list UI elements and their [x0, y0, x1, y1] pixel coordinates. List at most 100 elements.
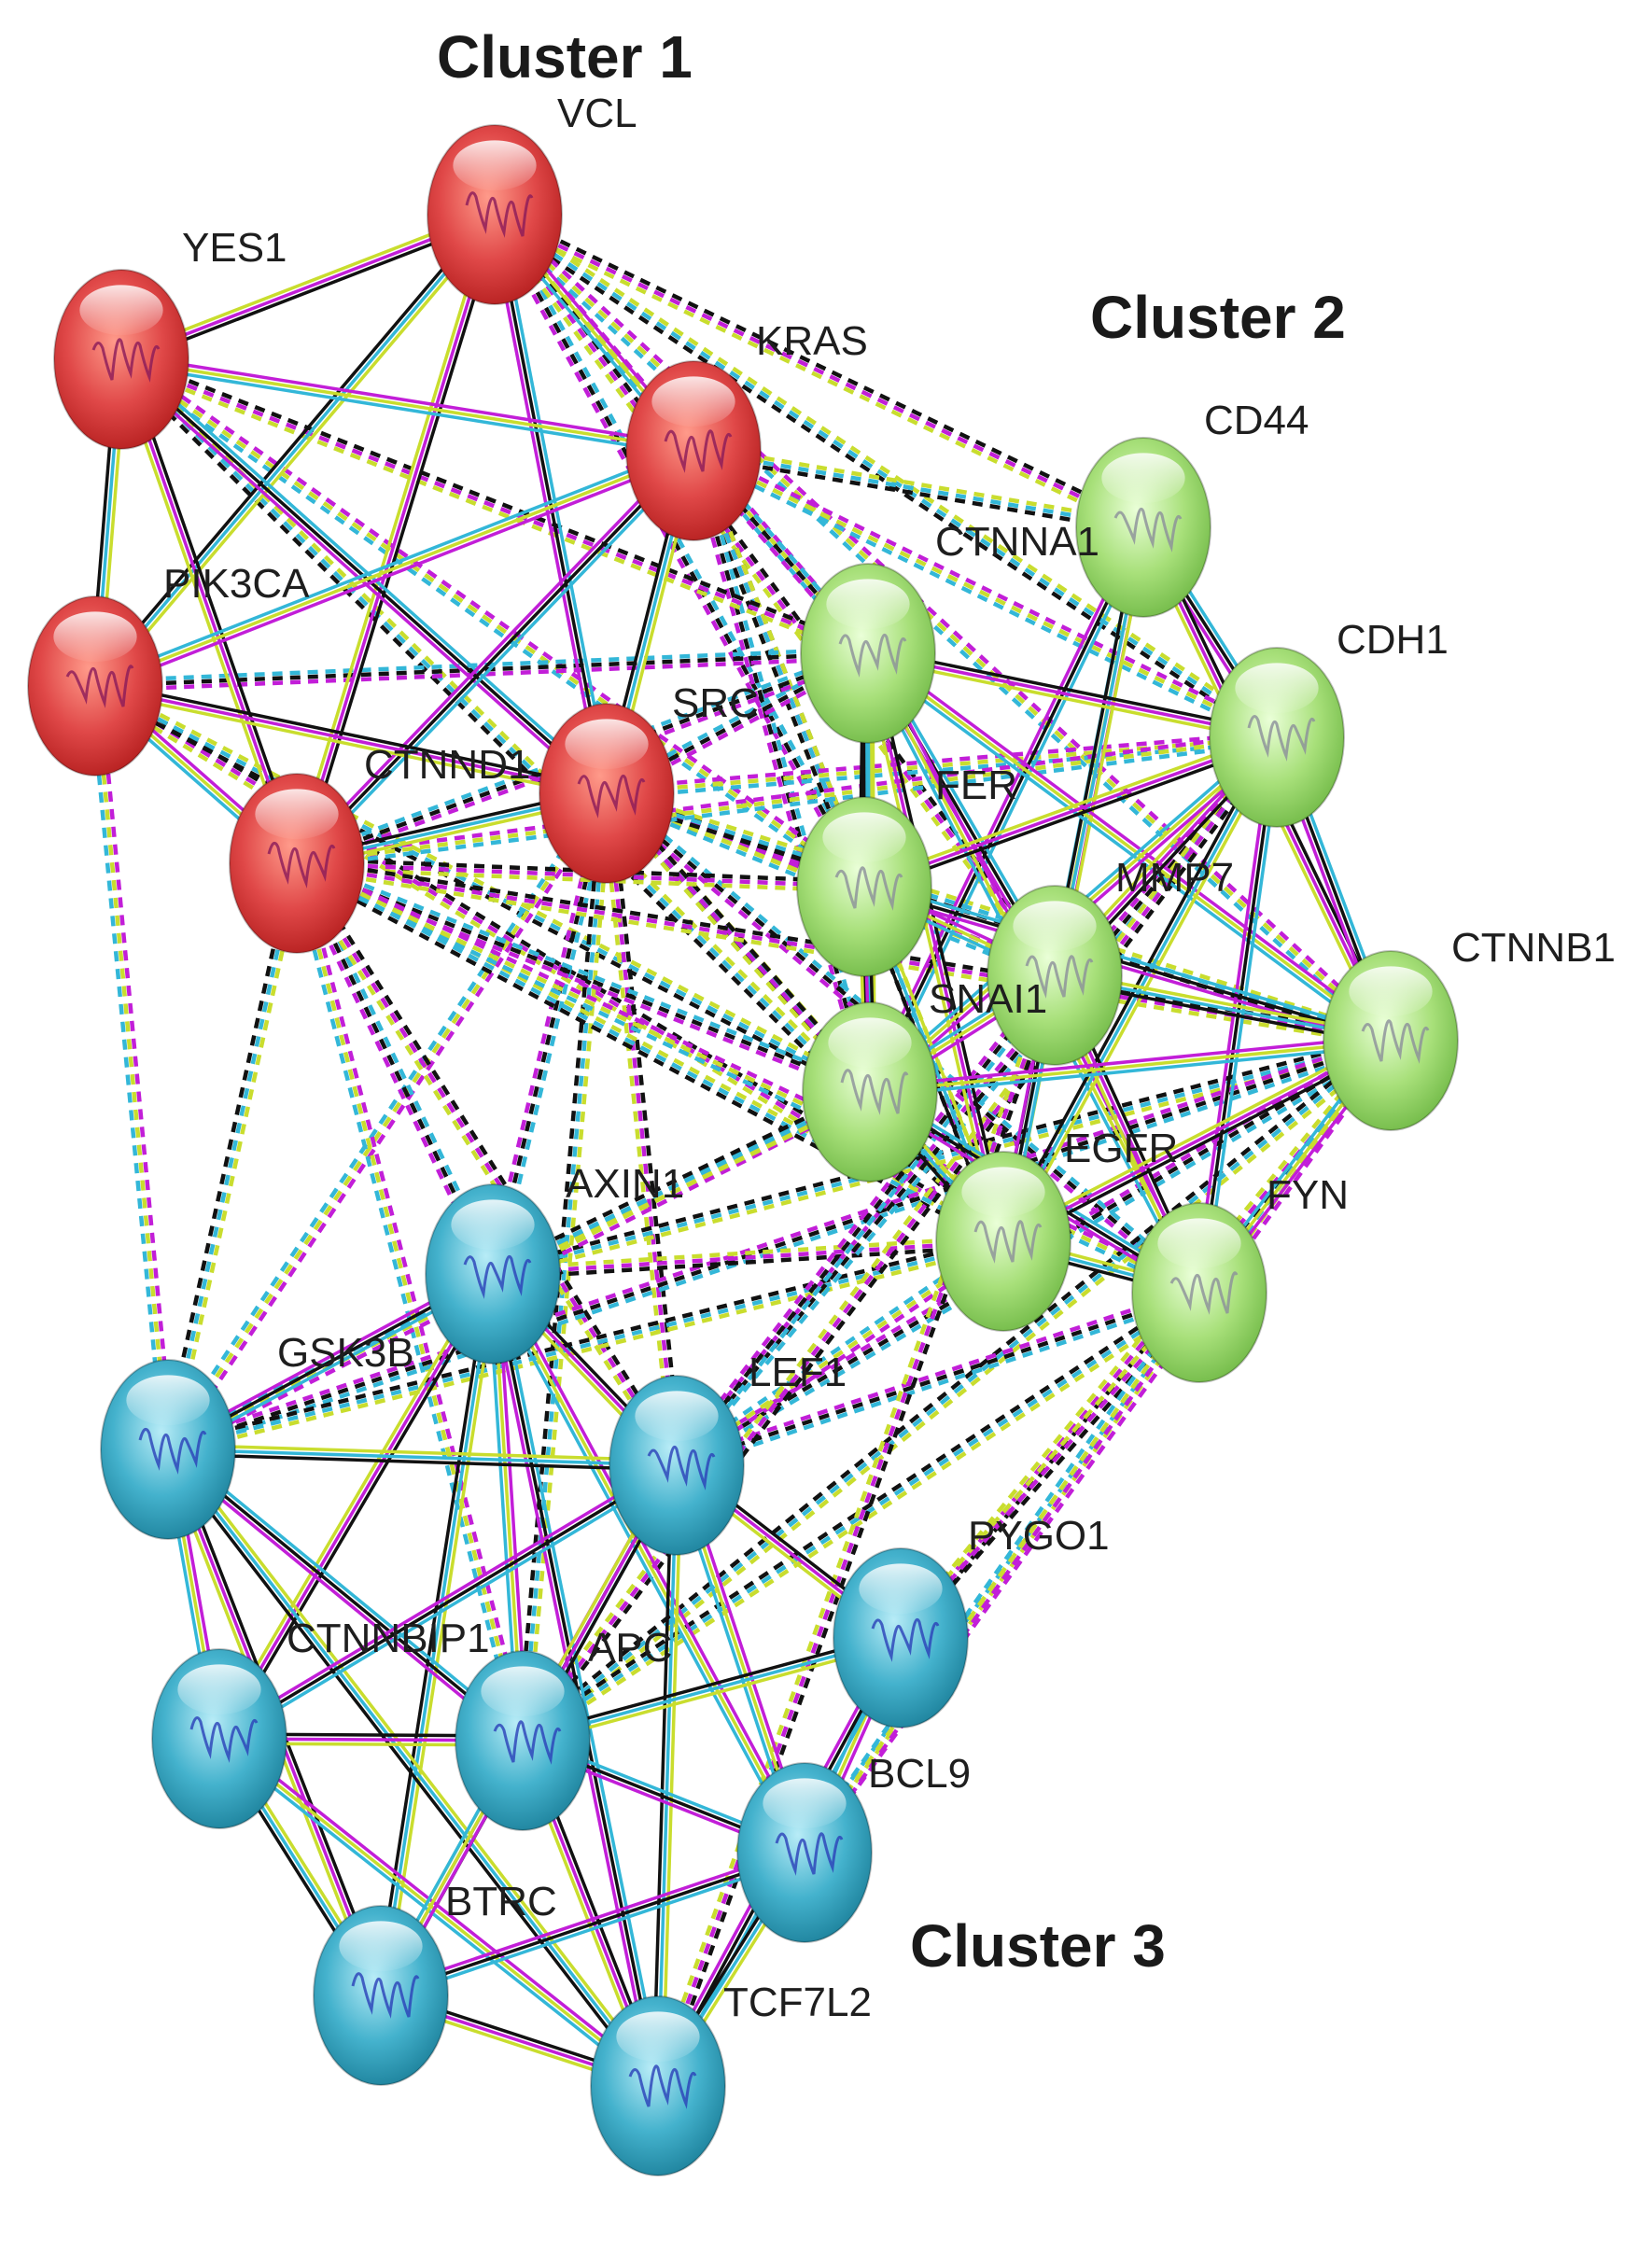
- dashed-edge-mmp7-lef1: [671, 971, 1060, 1470]
- node-fer[interactable]: [796, 796, 932, 977]
- edge-line: [95, 679, 609, 791]
- edge-line: [866, 656, 1277, 744]
- cluster-title-layer: Cluster 1 Cluster 2 Cluster 3: [437, 23, 1346, 1980]
- solid-edge-ctnnbip1-tcf7l2: [215, 1733, 663, 2092]
- node-apc[interactable]: [455, 1650, 591, 1831]
- edge-line: [296, 861, 1200, 1295]
- solid-edge-gsk3b-lef1: [167, 1443, 678, 1472]
- edge-line: [492, 1038, 1392, 1277]
- node-highlight: [1235, 663, 1319, 714]
- cluster-2-title: Cluster 2: [1090, 284, 1346, 351]
- node-bcl9[interactable]: [736, 1762, 873, 1943]
- edge-line: [293, 865, 1198, 1299]
- dashed-edge-pik3ca-gsk3b: [88, 685, 175, 1450]
- node-kras[interactable]: [625, 360, 762, 541]
- node-pygo1[interactable]: [833, 1547, 969, 1728]
- node-ctnnb1[interactable]: [1323, 950, 1459, 1131]
- edge-line: [124, 357, 303, 862]
- edge-line: [93, 684, 872, 1094]
- edge-line: [608, 655, 872, 800]
- node-label-fer: FER: [935, 763, 1017, 808]
- node-highlight: [822, 812, 906, 863]
- edge-line: [1002, 1039, 1392, 1243]
- edge-line: [895, 1036, 1389, 1637]
- solid-edge-ctnna1-egfr: [861, 651, 1010, 1243]
- edge-line: [679, 976, 1060, 1470]
- node-label-axin1: AXIN1: [566, 1161, 684, 1207]
- node-gsk3b[interactable]: [100, 1359, 236, 1540]
- solid-edge-vcl-ctnnd1: [290, 213, 501, 865]
- node-highlight: [126, 1375, 210, 1426]
- edge-line: [518, 1035, 1390, 1739]
- protein-structure-icon: [91, 338, 161, 383]
- edge-line: [868, 647, 1279, 735]
- node-lef1[interactable]: [609, 1375, 745, 1556]
- edge-line: [93, 213, 497, 688]
- edge-line: [651, 1464, 674, 2086]
- edge-line: [599, 793, 675, 1466]
- node-highlight: [635, 1391, 719, 1442]
- dashed-edge-kras-cd44: [692, 443, 1145, 535]
- edge-line: [493, 213, 866, 889]
- edge-line: [220, 1467, 680, 1744]
- node-src[interactable]: [539, 703, 675, 884]
- node-ctnna1[interactable]: [800, 563, 936, 744]
- edge-line: [374, 1272, 490, 1995]
- protein-structure-icon: [973, 1220, 1043, 1264]
- node-tcf7l2[interactable]: [590, 1995, 726, 2176]
- solid-edge-ctnnb1-egfr: [1000, 1035, 1394, 1247]
- edge-line: [122, 353, 871, 651]
- node-yes1[interactable]: [53, 269, 189, 450]
- node-snai1[interactable]: [802, 1001, 938, 1182]
- edge-line: [170, 794, 613, 1454]
- edge-line: [676, 1290, 1200, 1468]
- edge-line: [91, 688, 869, 1099]
- edge-line: [296, 861, 871, 1095]
- node-ctnnd1[interactable]: [229, 773, 365, 954]
- node-highlight: [177, 1664, 261, 1715]
- node-cdh1[interactable]: [1209, 647, 1345, 828]
- label-layer: VCLYES1KRASPIK3CASRCCTNND1CD44CTNNA1CDH1…: [163, 91, 1616, 2025]
- edge-line: [299, 453, 698, 868]
- protein-structure-icon: [664, 429, 733, 473]
- edge-line: [88, 686, 166, 1450]
- edge-line: [869, 1039, 1392, 1094]
- edge-line: [491, 1273, 806, 1854]
- node-label-yes1: YES1: [182, 225, 287, 271]
- node-label-apc: APC: [588, 1625, 672, 1671]
- node-label-pygo1: PYGO1: [968, 1513, 1110, 1559]
- node-pik3ca[interactable]: [27, 595, 163, 777]
- edge-line: [97, 217, 500, 691]
- edge-line: [496, 208, 1147, 525]
- edge-line: [799, 1288, 1197, 1852]
- edge-line: [694, 444, 1281, 735]
- solid-edge-ctnna1-ctnnb1: [863, 648, 1395, 1046]
- edge-line: [679, 738, 1282, 1470]
- node-fyn[interactable]: [1131, 1202, 1267, 1383]
- edge-line: [687, 451, 868, 1094]
- node-ctnnbip1[interactable]: [151, 1648, 287, 1829]
- node-mmp7[interactable]: [987, 885, 1123, 1066]
- protein-structure-icon: [1113, 507, 1183, 553]
- edge-line: [295, 214, 497, 864]
- node-vcl[interactable]: [427, 124, 563, 305]
- node-egfr[interactable]: [935, 1151, 1071, 1332]
- node-btrc[interactable]: [313, 1905, 449, 2086]
- node-highlight: [1101, 453, 1185, 504]
- node-axin1[interactable]: [425, 1183, 561, 1364]
- edge-line: [95, 655, 869, 693]
- protein-structure-icon: [1361, 1019, 1430, 1064]
- edge-line: [493, 1043, 1393, 1281]
- dashed-edge-src-lef1: [599, 792, 684, 1466]
- edge-line: [289, 863, 521, 1742]
- node-cd44[interactable]: [1075, 437, 1211, 618]
- edge-line: [165, 862, 300, 1450]
- dashed-edge-fyn-apc: [518, 1286, 1204, 1747]
- edge-line: [214, 1270, 491, 1738]
- edge-line: [90, 210, 493, 684]
- edge-line: [866, 651, 1393, 1043]
- node-highlight: [565, 719, 649, 770]
- protein-structure-icon: [871, 1617, 940, 1662]
- protein-structure-icon: [838, 633, 907, 678]
